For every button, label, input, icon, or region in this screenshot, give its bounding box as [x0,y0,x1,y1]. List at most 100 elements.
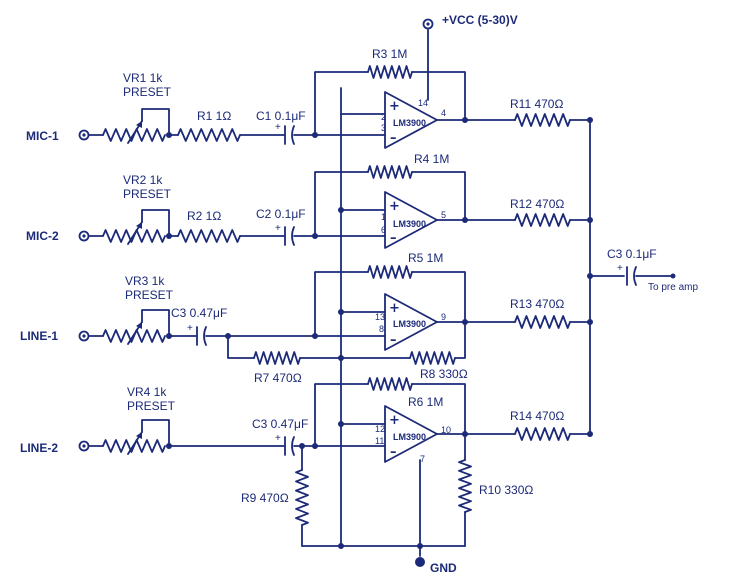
junction-dot [587,217,593,223]
feedback-resistor [367,265,413,279]
junction-dot [338,207,344,213]
components: +++–++–++–++– [78,18,676,567]
junction-dot [312,333,318,339]
junction-dot [166,132,172,138]
input-terminal [78,440,90,452]
feedback-wire [314,271,369,337]
c1-label: C1 0.1μF [256,109,306,123]
r12-label: R12 470Ω [510,197,564,211]
junction-dot [299,443,305,449]
wire [227,335,255,359]
preset-potentiometer [102,329,166,343]
input-label-mic1: MIC-1 [26,129,59,143]
ic2-pin-out: 5 [441,210,446,220]
ic3-pin-minus: 8 [379,324,384,334]
r9-label: R9 470Ω [241,491,289,505]
input-label-line1: LINE-1 [20,329,58,343]
preset-wiper [141,419,170,447]
capacitor-curved-plate [203,326,207,346]
ic1-pin-out: 4 [441,108,446,118]
gnd-label: GND [430,561,457,575]
mixing-resistor [514,213,571,227]
junction-dot [462,117,468,123]
ic2-pin-plus: 1 [381,212,386,222]
lm3900-opamp [384,91,438,149]
input-terminal [78,129,90,141]
junction-dot [462,431,468,437]
feedback-resistor [367,377,413,391]
preset-wiper [141,209,170,237]
ic2-label: LM3900 [393,219,426,229]
junction-dot [587,117,593,123]
plus-sign: + [617,263,623,274]
r4-label: R4 1M [414,152,449,166]
junction-dot [338,543,344,549]
r10-resistor [458,459,472,513]
plus-sign: + [389,301,400,316]
input-terminal [78,330,90,342]
wires [88,29,673,557]
r8-resistor [409,351,456,365]
terminal-center [82,234,86,238]
c3-in-label: C3 0.47μF [171,306,227,320]
junction-dot [312,132,318,138]
pre-amp-label: To pre amp [648,282,698,293]
vr2-label: VR2 1k [123,173,163,187]
vr4-preset-label: PRESET [127,399,176,413]
junction-dot [462,319,468,325]
ic1-pin-plus: 2 [381,112,386,122]
ic3-pin-out: 9 [441,312,446,322]
vr2-preset-label: PRESET [123,187,172,201]
preset-potentiometer [102,439,166,453]
preset-potentiometer [102,128,166,142]
plus-sign: + [389,413,400,428]
preset-arrowhead [136,432,142,439]
plus-sign: + [275,433,281,444]
input-label-mic2: MIC-2 [26,229,59,243]
r2-label: R2 1Ω [187,209,221,223]
junction-dot [225,333,231,339]
output-terminal [670,273,676,279]
preset-arrowhead [136,222,142,229]
preset-potentiometer [102,229,166,243]
ic1-pin-vcc: 14 [418,98,428,108]
mixing-resistor [514,427,571,441]
feedback-wire [314,383,369,447]
plus-sign: + [389,99,400,114]
c3-in2-label: C3 0.47μF [252,417,308,431]
vr3-preset-label: PRESET [125,288,174,302]
minus-sign: – [390,231,397,246]
junction-dot [166,333,172,339]
feedback-wire [411,271,466,323]
mixing-resistor [514,113,571,127]
r11-label: R11 470Ω [510,97,563,111]
junction-dot [338,309,344,315]
preset-wiper [141,309,170,337]
feedback-resistor [367,165,413,179]
r9-resistor [295,469,309,526]
junction-dot [462,217,468,223]
capacitor-curved-plate [633,266,637,286]
preset-arrowhead [136,322,142,329]
wire [454,321,466,359]
ic2-pin-minus: 6 [381,225,386,235]
gnd-terminal [415,557,425,567]
minus-sign: – [390,445,397,460]
ic4-label: LM3900 [393,432,426,442]
capacitor-curved-plate [291,125,295,145]
terminal-center [82,334,86,338]
ic4-pin-out: 10 [441,425,451,435]
r7-label: R7 470Ω [254,371,302,385]
input-label-line2: LINE-2 [20,441,58,455]
series-resistor [177,229,241,243]
feedback-wire [314,171,369,237]
mixing-resistor [514,315,571,329]
feedback-resistor [367,65,413,79]
feedback-wire [411,383,466,435]
plus-sign: + [389,199,400,214]
input-terminal [78,230,90,242]
vcc-terminal [422,18,434,30]
r7-resistor [253,351,301,365]
ic3-label: LM3900 [393,319,426,329]
